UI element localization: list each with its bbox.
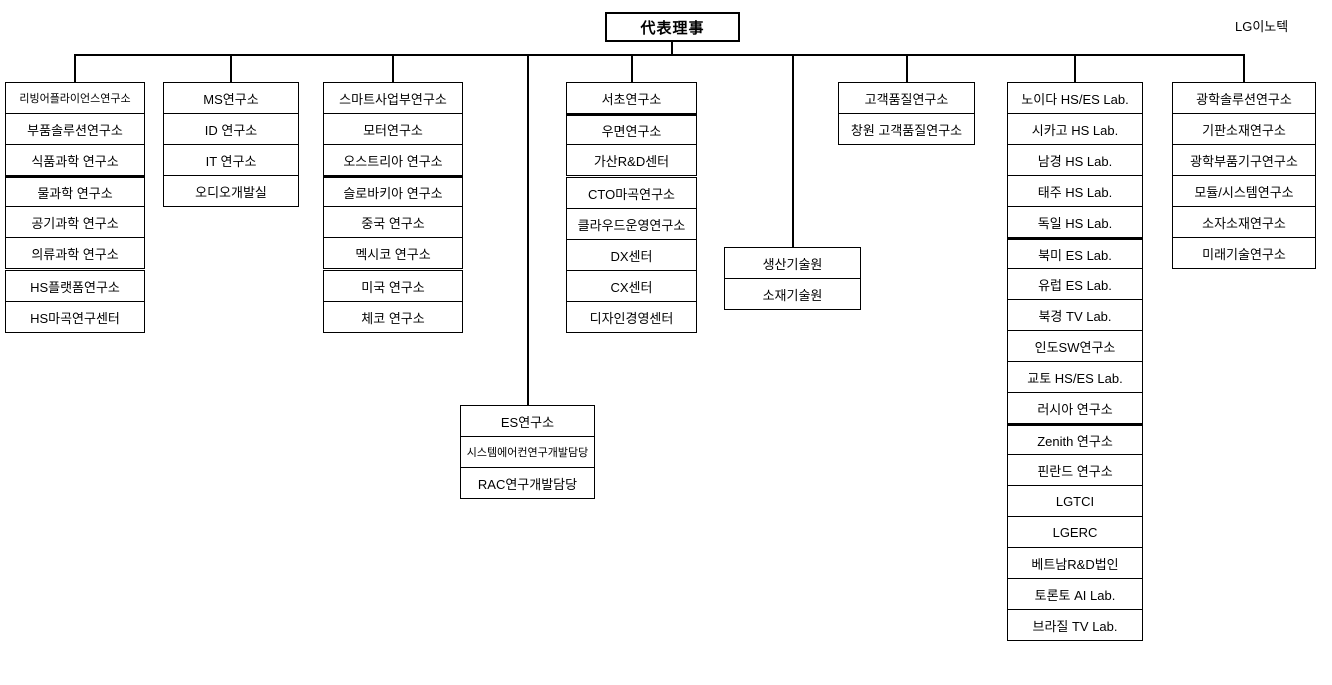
org-box-ms-group-1: ID 연구소 [163, 113, 299, 145]
org-box-overseas-labs-group-10: 러시아 연구소 [1007, 392, 1143, 424]
org-box-overseas-labs-group-7: 북경 TV Lab. [1007, 299, 1143, 331]
connector-root-stub [671, 42, 673, 56]
org-box-smart-business-group-7: 체코 연구소 [323, 301, 463, 333]
column-overseas-labs-group: 노이다 HS/ES Lab.시카고 HS Lab.남경 HS Lab.태주 HS… [1007, 82, 1143, 641]
company-label: LG이노텍 [1235, 19, 1289, 34]
org-box-overseas-labs-group-12: 핀란드 연구소 [1007, 454, 1143, 486]
org-box-smart-business-group-6: 미국 연구소 [323, 270, 463, 302]
org-box-seocho-group-3: CTO마곡연구소 [566, 177, 697, 209]
org-box-production-tech-group-1: 소재기술원 [724, 278, 861, 310]
org-box-smart-business-group-4: 중국 연구소 [323, 206, 463, 238]
connector-stub-smart-business-group [392, 54, 394, 83]
connector-stub-optics-group [1243, 54, 1245, 83]
org-box-overseas-labs-group-14: LGERC [1007, 516, 1143, 548]
org-box-customer-quality-group-0: 고객품질연구소 [838, 82, 975, 114]
connector-stub-production-tech-group [792, 54, 794, 248]
connector-stub-overseas-labs-group [1074, 54, 1076, 83]
org-box-smart-business-group-1: 모터연구소 [323, 113, 463, 145]
org-box-seocho-group-4: 클라우드운영연구소 [566, 208, 697, 240]
org-box-living-appliance-group-7: HS마곡연구센터 [5, 301, 145, 333]
org-box-overseas-labs-group-3: 태주 HS Lab. [1007, 175, 1143, 207]
connector-stub-ms-group [230, 54, 232, 83]
org-box-smart-business-group-2: 오스트리아 연구소 [323, 144, 463, 176]
org-box-optics-group-3: 모듈/시스템연구소 [1172, 175, 1316, 207]
org-box-optics-group-1: 기판소재연구소 [1172, 113, 1316, 145]
org-box-living-appliance-group-1: 부품솔루션연구소 [5, 113, 145, 145]
connector-stub-es-group [527, 54, 529, 406]
org-box-overseas-labs-group-6: 유럽 ES Lab. [1007, 268, 1143, 300]
org-box-overseas-labs-group-0: 노이다 HS/ES Lab. [1007, 82, 1143, 114]
org-box-living-appliance-group-6: HS플랫폼연구소 [5, 270, 145, 302]
org-box-seocho-group-2: 가산R&D센터 [566, 144, 697, 176]
org-box-customer-quality-group-1: 창원 고객품질연구소 [838, 113, 975, 145]
connector-stub-living-appliance-group [74, 54, 76, 83]
org-box-seocho-group-0: 서초연구소 [566, 82, 697, 114]
org-box-optics-group-4: 소자소재연구소 [1172, 206, 1316, 238]
connector-stub-customer-quality-group [906, 54, 908, 83]
org-box-overseas-labs-group-15: 베트남R&D법인 [1007, 547, 1143, 579]
org-box-ms-group-3: 오디오개발실 [163, 175, 299, 207]
org-box-optics-group-5: 미래기술연구소 [1172, 237, 1316, 269]
org-box-seocho-group-7: 디자인경영센터 [566, 301, 697, 333]
org-box-overseas-labs-group-1: 시카고 HS Lab. [1007, 113, 1143, 145]
org-box-es-group-0: ES연구소 [460, 405, 595, 437]
connector-stub-seocho-group [631, 54, 633, 83]
org-box-seocho-group-5: DX센터 [566, 239, 697, 271]
org-box-production-tech-group-0: 생산기술원 [724, 247, 861, 279]
org-box-overseas-labs-group-5: 북미 ES Lab. [1007, 237, 1143, 269]
org-box-optics-group-2: 광학부품기구연구소 [1172, 144, 1316, 176]
root-box: 代表理事 [605, 12, 740, 42]
org-box-overseas-labs-group-8: 인도SW연구소 [1007, 330, 1143, 362]
org-box-optics-group-0: 광학솔루션연구소 [1172, 82, 1316, 114]
org-box-smart-business-group-3: 슬로바키아 연구소 [323, 175, 463, 207]
org-box-overseas-labs-group-2: 남경 HS Lab. [1007, 144, 1143, 176]
org-box-living-appliance-group-2: 식품과학 연구소 [5, 144, 145, 176]
org-box-living-appliance-group-3: 물과학 연구소 [5, 175, 145, 207]
org-box-overseas-labs-group-9: 교토 HS/ES Lab. [1007, 361, 1143, 393]
org-box-ms-group-0: MS연구소 [163, 82, 299, 114]
org-box-living-appliance-group-4: 공기과학 연구소 [5, 206, 145, 238]
org-box-overseas-labs-group-13: LGTCI [1007, 485, 1143, 517]
org-box-overseas-labs-group-17: 브라질 TV Lab. [1007, 609, 1143, 641]
org-box-living-appliance-group-0: 리빙어플라이언스연구소 [5, 82, 145, 114]
connector-trunk [74, 54, 1245, 56]
org-box-smart-business-group-0: 스마트사업부연구소 [323, 82, 463, 114]
org-box-living-appliance-group-5: 의류과학 연구소 [5, 237, 145, 269]
org-box-overseas-labs-group-16: 토론토 AI Lab. [1007, 578, 1143, 610]
org-box-overseas-labs-group-4: 독일 HS Lab. [1007, 206, 1143, 238]
org-box-seocho-group-1: 우면연구소 [566, 113, 697, 145]
org-box-smart-business-group-5: 멕시코 연구소 [323, 237, 463, 269]
org-box-seocho-group-6: CX센터 [566, 270, 697, 302]
org-box-es-group-2: RAC연구개발담당 [460, 467, 595, 499]
org-box-ms-group-2: IT 연구소 [163, 144, 299, 176]
org-box-overseas-labs-group-11: Zenith 연구소 [1007, 423, 1143, 455]
org-box-es-group-1: 시스템에어컨연구개발담당 [460, 436, 595, 468]
